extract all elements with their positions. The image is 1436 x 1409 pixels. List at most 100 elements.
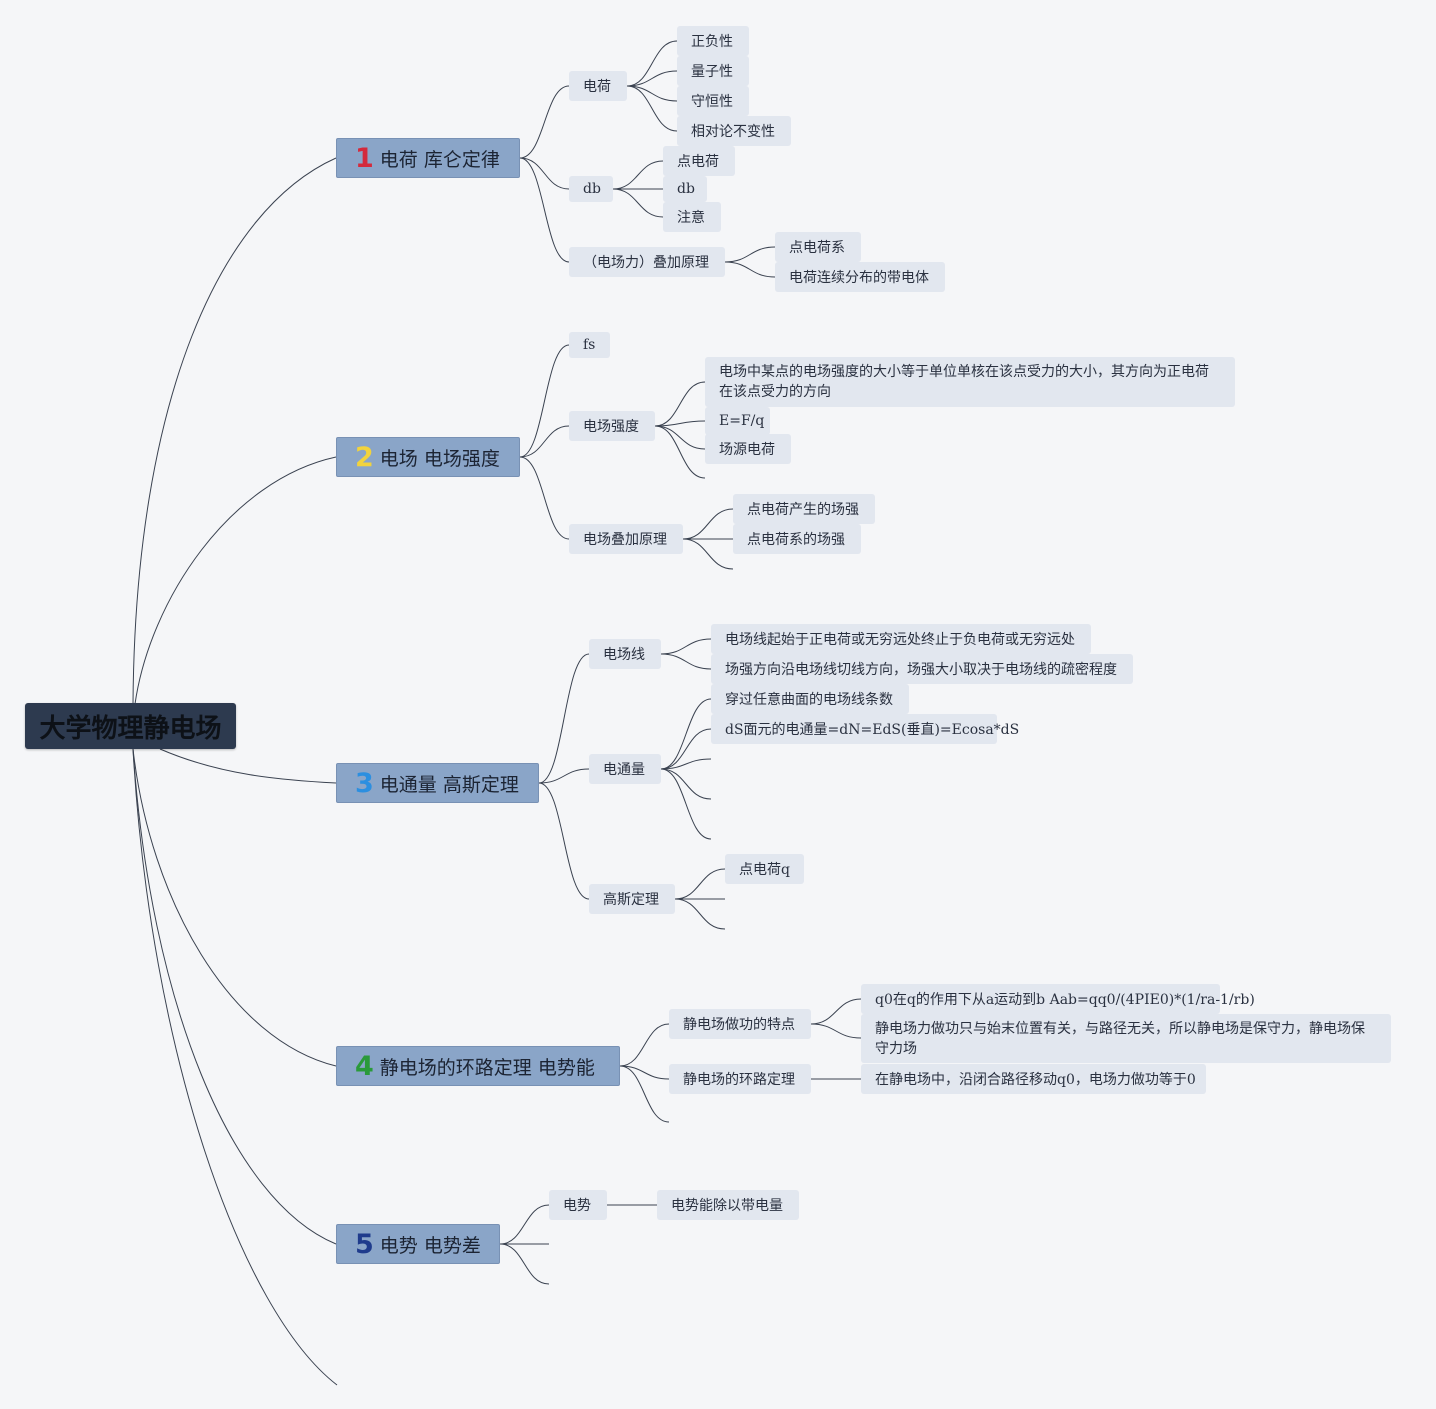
subtopic-label: fs xyxy=(583,337,596,353)
connector-line xyxy=(619,1065,670,1080)
subtopic-label: 电场叠加原理 xyxy=(583,532,667,548)
subtopic-1-3[interactable]: （电场力）叠加原理 xyxy=(569,247,725,277)
connector-line xyxy=(132,748,337,1067)
connector-line xyxy=(519,456,570,540)
subtopic-4-2[interactable]: 静电场的环路定理 xyxy=(669,1064,811,1094)
leaf-2-2-1[interactable]: 电场中某点的电场强度的大小等于单位单核在该点受力的大小，其方向为正电荷在该点受力… xyxy=(705,357,1235,407)
topic-title-1: 电荷 库仑定律 xyxy=(379,148,500,171)
connector-line xyxy=(519,425,570,458)
connector-line xyxy=(660,768,712,840)
root-topic[interactable]: 大学物理静电场 xyxy=(25,703,236,749)
connector-line xyxy=(499,1204,550,1245)
leaf-3-1-2[interactable]: 场强方向沿电场线切线方向，场强大小取决于电场线的疏密程度 xyxy=(711,654,1133,684)
subtopic-3-1[interactable]: 电场线 xyxy=(589,639,661,669)
subtopic-label: 静电场的环路定理 xyxy=(683,1072,795,1088)
subtopic-label: 静电场做功的特点 xyxy=(683,1017,795,1033)
subtopic-label: （电场力）叠加原理 xyxy=(583,255,709,271)
leaf-1-1-2[interactable]: 量子性 xyxy=(677,56,749,86)
topic-title-2: 电场 电场强度 xyxy=(379,447,500,470)
leaf-label: 电荷连续分布的带电体 xyxy=(789,270,929,286)
topic-5[interactable]: 5 电势 电势差 xyxy=(336,1224,500,1264)
subtopic-2-1[interactable]: fs xyxy=(569,332,610,358)
leaf-1-1-1[interactable]: 正负性 xyxy=(677,26,749,56)
connector-line xyxy=(519,344,570,458)
connector-line xyxy=(519,157,570,190)
leaf-label: 点电荷系的场强 xyxy=(747,532,845,548)
topic-number-5: 5 xyxy=(355,1228,374,1260)
connector-line xyxy=(654,420,706,427)
connector-line xyxy=(660,698,712,770)
connector-line xyxy=(660,653,712,670)
topic-4[interactable]: 4 静电场的环路定理 电势能 xyxy=(336,1046,620,1086)
connector-line xyxy=(134,456,337,705)
connector-line xyxy=(810,1023,862,1039)
leaf-1-2-2[interactable]: db xyxy=(663,176,707,202)
leaf-2-2-2[interactable]: E=F/q xyxy=(705,407,770,435)
leaf-3-1-1[interactable]: 电场线起始于正电荷或无穷远处终止于负电荷或无穷远处 xyxy=(711,624,1091,654)
leaf-2-2-3[interactable]: 场源电荷 xyxy=(705,434,791,464)
subtopic-1-1[interactable]: 电荷 xyxy=(569,71,627,101)
connector-line xyxy=(612,188,664,218)
leaf-5-1-1[interactable]: 电势能除以带电量 xyxy=(657,1190,799,1220)
topic-number-2: 2 xyxy=(355,441,374,473)
connector-line xyxy=(132,157,337,705)
leaf-3-3-1[interactable]: 点电荷q xyxy=(725,854,804,884)
connector-line xyxy=(654,425,706,450)
topic-1[interactable]: 1 电荷 库仑定律 xyxy=(336,138,520,178)
connector-line xyxy=(674,868,726,900)
topic-number-3: 3 xyxy=(355,767,374,799)
leaf-1-2-1[interactable]: 点电荷 xyxy=(663,146,735,176)
connector-line xyxy=(538,653,590,784)
leaf-4-1-1[interactable]: q0在q的作用下从a运动到b Aab=qq0/(4PIE0)*(1/ra-1/r… xyxy=(861,984,1255,1014)
leaf-1-1-4[interactable]: 相对论不变性 xyxy=(677,116,791,146)
leaf-1-3-1[interactable]: 点电荷系 xyxy=(775,232,861,262)
subtopic-2-3[interactable]: 电场叠加原理 xyxy=(569,524,683,554)
subtopic-label: 电势 xyxy=(563,1198,591,1214)
connector-line xyxy=(519,85,570,159)
subtopic-3-2[interactable]: 电通量 xyxy=(589,754,661,784)
subtopic-label: 电场线 xyxy=(603,647,645,663)
connector-line xyxy=(724,261,776,278)
leaf-4-2-1[interactable]: 在静电场中，沿闭合路径移动q0，电场力做功等于0 xyxy=(861,1064,1206,1094)
connector-line xyxy=(626,40,678,87)
subtopic-3-3[interactable]: 高斯定理 xyxy=(589,884,675,914)
leaf-label: 穿过任意曲面的电场线条数 xyxy=(725,692,893,708)
topic-title-3: 电通量 高斯定理 xyxy=(379,773,519,796)
connector-line xyxy=(519,157,570,263)
topic-2[interactable]: 2 电场 电场强度 xyxy=(336,437,520,477)
leaf-1-1-3[interactable]: 守恒性 xyxy=(677,86,749,116)
subtopic-label: 电荷 xyxy=(583,79,611,95)
connector-line xyxy=(619,1023,670,1067)
connector-line xyxy=(810,998,862,1025)
leaf-2-3-1[interactable]: 点电荷产生的场强 xyxy=(733,494,875,524)
subtopic-label: db xyxy=(583,181,601,197)
leaf-label: 场源电荷 xyxy=(719,442,775,458)
leaf-label: 场强方向沿电场线切线方向，场强大小取决于电场线的疏密程度 xyxy=(725,662,1117,678)
leaf-label: 注意 xyxy=(677,210,705,226)
topic-number-4: 4 xyxy=(355,1050,374,1082)
leaf-4-1-2[interactable]: 静电场力做功只与始末位置有关，与路径无关，所以静电场是保守力，静电场保守力场 xyxy=(861,1014,1391,1063)
leaf-label: 电场中某点的电场强度的大小等于单位单核在该点受力的大小，其方向为正电荷在该点受力… xyxy=(719,364,1209,400)
subtopic-5-1[interactable]: 电势 xyxy=(549,1190,607,1220)
connector-line xyxy=(626,85,678,102)
leaf-2-3-2[interactable]: 点电荷系的场强 xyxy=(733,524,861,554)
leaf-1-2-3[interactable]: 注意 xyxy=(663,202,721,232)
connector-line xyxy=(654,425,706,479)
connector-line xyxy=(674,898,726,930)
leaf-label: 点电荷系 xyxy=(789,240,845,256)
connector-line xyxy=(538,768,590,784)
leaf-3-2-2[interactable]: dS面元的电通量=dN=EdS(垂直)=Ecosa*dS xyxy=(711,714,1019,744)
leaf-label: 正负性 xyxy=(691,34,733,50)
leaf-label: 静电场力做功只与始末位置有关，与路径无关，所以静电场是保守力，静电场保守力场 xyxy=(875,1020,1365,1057)
connector-line xyxy=(538,782,590,900)
topic-3[interactable]: 3 电通量 高斯定理 xyxy=(336,763,539,803)
subtopic-2-2[interactable]: 电场强度 xyxy=(569,411,655,441)
connector-line xyxy=(159,748,337,784)
leaf-1-3-2[interactable]: 电荷连续分布的带电体 xyxy=(775,262,945,292)
subtopic-4-1[interactable]: 静电场做功的特点 xyxy=(669,1009,811,1039)
leaf-3-2-1[interactable]: 穿过任意曲面的电场线条数 xyxy=(711,684,909,714)
leaf-label: 电场线起始于正电荷或无穷远处终止于负电荷或无穷远处 xyxy=(725,632,1075,648)
subtopic-1-2[interactable]: db xyxy=(569,176,613,202)
leaf-label: 守恒性 xyxy=(691,94,733,110)
